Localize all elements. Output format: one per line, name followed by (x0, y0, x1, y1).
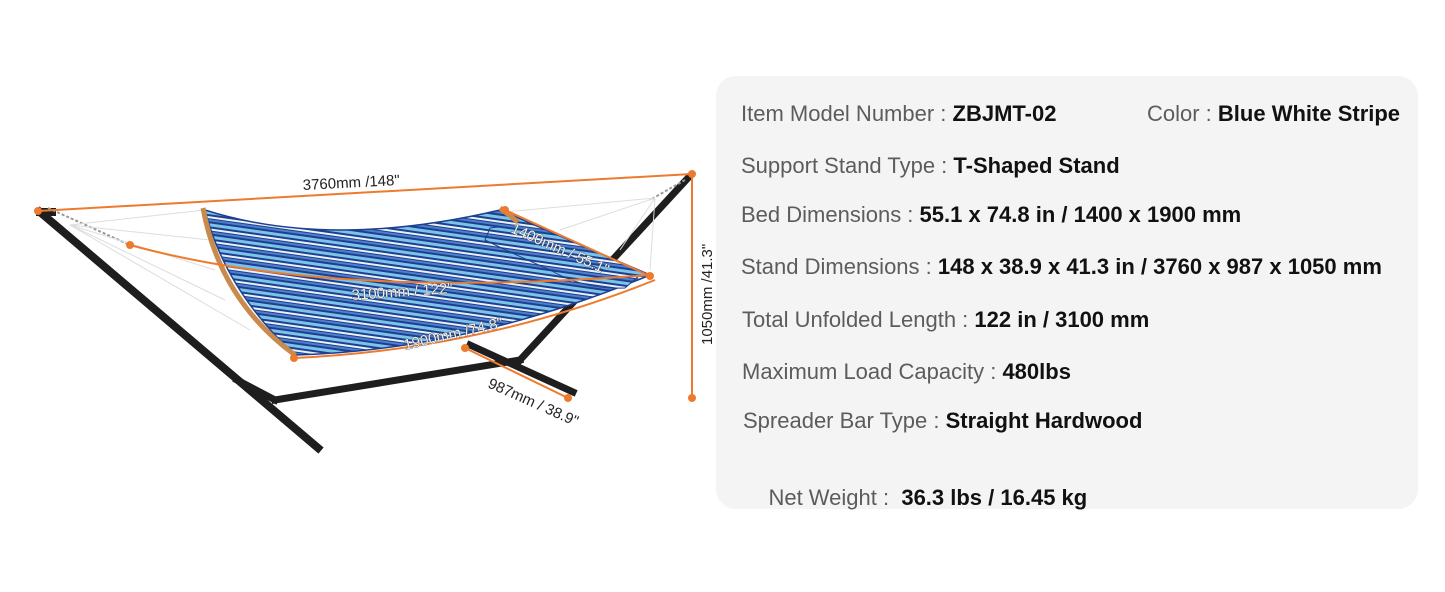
spreader-bar-left (200, 207, 297, 358)
spec-load-capacity: Maximum Load Capacity : 480lbs (742, 359, 1071, 384)
dimension-lines (37, 173, 693, 399)
spec-stand-dimensions: Stand Dimensions : 148 x 38.9 x 41.3 in … (741, 254, 1382, 279)
stand-width-label: 987mm / 38.9" (485, 375, 581, 430)
spec-stand-type: Support Stand Type : T-Shaped Stand (741, 153, 1120, 178)
height-label: 1050mm /41.3" (699, 244, 716, 345)
specifications-panel: Item Model Number : ZBJMT-02 Color : Blu… (716, 76, 1418, 510)
spec-spreader-bar: Spreader Bar Type : Straight Hardwood (743, 408, 1143, 433)
spec-model-number: Item Model Number : ZBJMT-02 (741, 101, 1057, 126)
t-shaped-stand (34, 173, 693, 454)
spec-net-weight: Net Weight : 36.3 lbs / 16.45 kg (768, 485, 1088, 510)
hammock-ropes (69, 197, 656, 331)
spec-unfolded-length: Total Unfolded Length : 122 in / 3100 mm (742, 307, 1150, 332)
overall-length-label: 3760mm /148" (302, 172, 400, 194)
dimension-endpoints (34, 170, 696, 402)
hammock-pillow (484, 226, 642, 289)
hammock-dimension-diagram: 3760mm /148" 1050mm /41.3" 1400mm / 55.1… (0, 140, 720, 470)
spec-bed-dimensions: Bed Dimensions : 55.1 x 74.8 in / 1400 x… (741, 202, 1242, 227)
spec-color: Color : Blue White Stripe (1147, 101, 1401, 126)
